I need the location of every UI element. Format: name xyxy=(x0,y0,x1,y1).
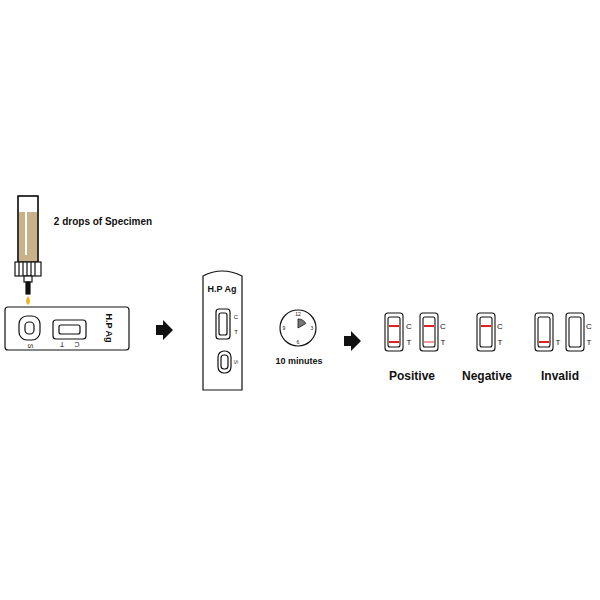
line-letter: T xyxy=(407,339,412,347)
clock-number: 6 xyxy=(297,340,300,345)
result-label: Positive xyxy=(389,370,435,382)
line-letter: T xyxy=(498,339,503,347)
line-letter: T xyxy=(441,339,446,347)
clock-number: 12 xyxy=(295,312,301,317)
line-letter: T xyxy=(60,341,64,348)
line-letter: C xyxy=(497,323,503,331)
line-letter: C xyxy=(406,323,412,331)
well-letter: S xyxy=(233,360,239,364)
line-letter: C xyxy=(440,323,446,331)
clock-number: 9 xyxy=(283,326,286,331)
dropper xyxy=(15,196,41,305)
step-arrow xyxy=(156,320,173,340)
result-label: Invalid xyxy=(541,370,579,382)
line-letter: C xyxy=(586,323,592,331)
result-strips xyxy=(385,313,584,351)
timer-clock xyxy=(280,310,316,346)
line-letter: T xyxy=(234,329,238,335)
line-letter: C xyxy=(74,341,79,348)
instruction-text: 2 drops of Specimen xyxy=(54,217,152,227)
product-name: H.P Ag xyxy=(104,313,113,342)
clock-number: 3 xyxy=(311,326,314,331)
time-label: 10 minutes xyxy=(275,357,322,366)
line-letter: T xyxy=(556,339,561,347)
line-letter: C xyxy=(234,314,238,320)
test-cassette xyxy=(5,307,129,350)
step-arrow xyxy=(344,331,361,351)
test-lines xyxy=(389,326,549,342)
line-letter: T xyxy=(587,339,592,347)
result-label: Negative xyxy=(462,370,512,382)
well-letter: S xyxy=(27,344,34,349)
product-name: H.P Ag xyxy=(207,285,236,294)
test-cassette xyxy=(203,271,242,390)
